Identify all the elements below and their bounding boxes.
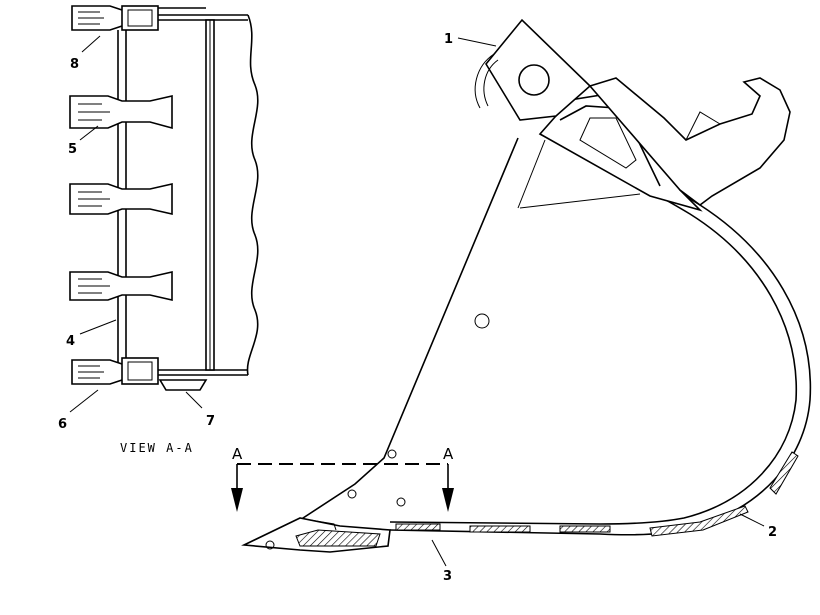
callout-5: 5: [68, 142, 77, 157]
section-label-right: A: [443, 445, 454, 463]
tooth-bottom: [71, 357, 208, 391]
callouts-view-a-a: 8 5 4 6 7 VIEW A-A: [58, 35, 215, 455]
tooth-2: [69, 94, 173, 130]
tooth-4: [69, 270, 173, 302]
callout-4: 4: [66, 334, 75, 349]
section-label-left: A: [232, 445, 243, 463]
callout-6: 6: [58, 417, 67, 432]
callout-8: 8: [70, 57, 79, 72]
callout-1: 1: [444, 32, 453, 47]
callouts-side-view: 1 2 3: [431, 32, 777, 584]
view-a-a-detail: [69, 5, 259, 391]
callout-7: 7: [206, 414, 215, 429]
view-label: VIEW A-A: [120, 441, 194, 455]
bucket-side-view: [241, 18, 812, 553]
section-line-a-a: A A: [231, 445, 454, 512]
tooth-top: [71, 5, 206, 31]
tooth-3: [69, 182, 173, 216]
callout-3: 3: [443, 569, 452, 584]
callout-2: 2: [768, 525, 777, 540]
